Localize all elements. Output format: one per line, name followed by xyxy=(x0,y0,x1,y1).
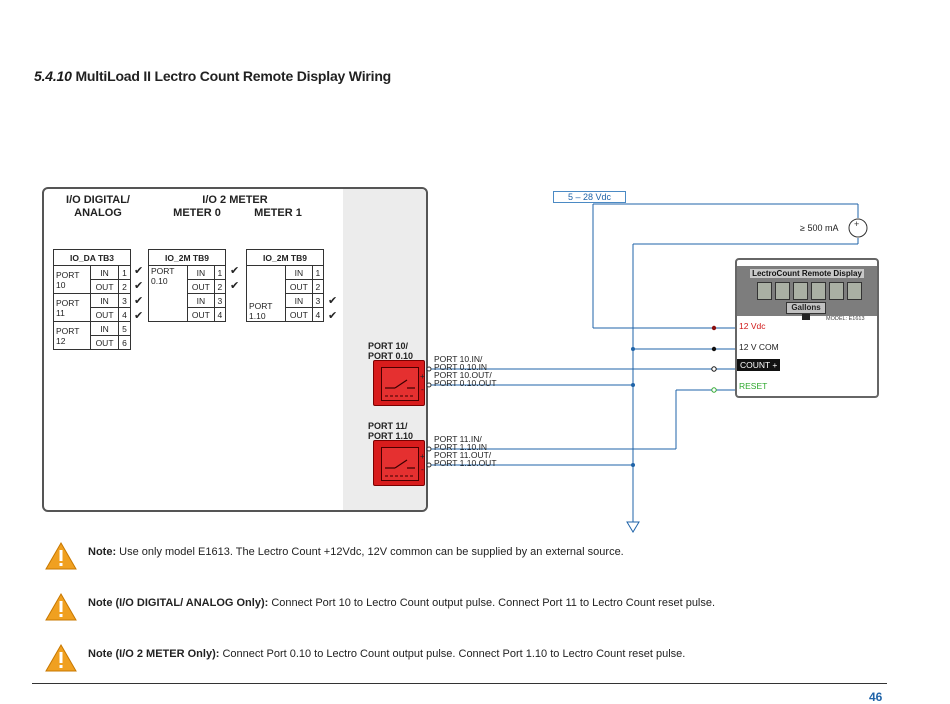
check-icon: ✔ xyxy=(134,280,144,292)
tb-num: 1 xyxy=(213,265,227,280)
display-unit: Gallons xyxy=(786,302,826,314)
terminal-block-io-da: IO_DA TB3 PORT 10 IN 1 OUT 2 PORT 11 IN … xyxy=(53,249,131,350)
section-number: 5.4.10 xyxy=(34,68,72,84)
wire-label: PORT 10.IN/ xyxy=(434,354,483,364)
check-icon: ✔ xyxy=(134,265,144,277)
tb-num: 6 xyxy=(118,335,131,350)
minus-sign: - xyxy=(421,384,424,394)
tb-port-label: PORT 12 xyxy=(53,321,91,350)
wire-label: PORT 1.10.IN xyxy=(434,442,488,452)
tb-port-label: PORT 1.10 xyxy=(246,265,286,322)
check-icon: ✔ xyxy=(230,265,240,277)
note-2-text: Connect Port 10 to Lectro Count output p… xyxy=(268,597,716,609)
check-icon: ✔ xyxy=(134,310,144,322)
note-3: Note (I/O 2 METER Only): Connect Port 0.… xyxy=(88,648,685,660)
section-title: MultiLoad II Lectro Count Remote Display… xyxy=(75,68,392,84)
io-digital-header-line1: I/O DIGITAL/ xyxy=(66,194,130,206)
io-digital-header-line2: ANALOG xyxy=(74,207,122,219)
display-connector xyxy=(802,314,810,320)
terminal-12vdc: 12 Vdc xyxy=(739,321,766,331)
note-3-text: Connect Port 0.10 to Lectro Count output… xyxy=(219,648,686,660)
relay2-label: PORT 11/ PORT 1.10 xyxy=(368,421,413,441)
supply-voltage-label: 5 – 28 Vdc xyxy=(553,191,627,203)
note-2: Note (I/O DIGITAL/ ANALOG Only): Connect… xyxy=(88,597,715,609)
wire-label: PORT 1.10.OUT xyxy=(434,458,497,468)
tb-port-label: PORT 11 xyxy=(53,293,91,322)
wire-label: PORT 0.10.OUT xyxy=(434,378,497,388)
digit-segment xyxy=(775,282,790,300)
warning-icon xyxy=(45,592,77,621)
tb-num: 4 xyxy=(213,307,227,322)
tb-num: 2 xyxy=(311,279,325,294)
tb-port-line2: 1.10 xyxy=(249,311,266,321)
tb-port-label: PORT 0.10 xyxy=(148,265,188,322)
display-title: LectroCount Remote Display xyxy=(750,269,864,278)
warning-icon xyxy=(45,541,77,570)
meter1-header: METER 1 xyxy=(254,207,302,219)
digit-segment xyxy=(793,282,808,300)
note-2-heading: Note (I/O DIGITAL/ ANALOG Only): xyxy=(88,597,269,609)
display-digits xyxy=(757,282,862,300)
terminal-reset: RESET xyxy=(739,381,768,391)
wire-label: PORT 11.OUT/ xyxy=(434,450,492,460)
relay1-label: PORT 10/ PORT 0.10 xyxy=(368,341,413,361)
meter0-header: METER 0 xyxy=(173,207,221,219)
check-icon: ✔ xyxy=(134,295,144,307)
svg-text:+: + xyxy=(854,219,859,229)
note-1-heading: Note: xyxy=(88,546,117,558)
io2meter-header: I/O 2 METER xyxy=(202,194,268,206)
footer-divider xyxy=(32,683,887,684)
terminal-count: COUNT + xyxy=(737,359,781,371)
relay1-icon xyxy=(373,360,425,406)
check-icon: ✔ xyxy=(328,310,338,322)
display-model: MODEL: E1613 xyxy=(826,316,865,322)
io-digital-header: I/O DIGITAL/ ANALOG xyxy=(58,194,138,220)
tb-port-line2: 0.10 xyxy=(151,276,168,286)
digit-segment xyxy=(847,282,862,300)
relay2-label-line2: PORT 1.10 xyxy=(368,431,414,441)
relay1-label-line1: PORT 10/ xyxy=(368,341,409,351)
digit-segment xyxy=(757,282,772,300)
wire-label: PORT 0.10.IN xyxy=(434,362,488,372)
supply-current-label: ≥ 500 mA xyxy=(800,223,839,233)
plus-sign: + xyxy=(420,371,425,381)
relay1-label-line2: PORT 0.10 xyxy=(368,351,414,361)
digit-segment xyxy=(811,282,826,300)
page-title: 5.4.10 MultiLoad II Lectro Count Remote … xyxy=(34,68,391,84)
terminal-12vcom: 12 V COM xyxy=(739,342,779,352)
wire-label: PORT 11.IN/ xyxy=(434,434,482,444)
warning-icon xyxy=(45,643,77,672)
check-icon: ✔ xyxy=(230,280,240,292)
tb-num: 4 xyxy=(311,307,325,322)
tb-dir: OUT xyxy=(89,335,120,350)
note-3-heading: Note (I/O 2 METER Only): xyxy=(88,648,220,660)
relay2-label-line1: PORT 11/ xyxy=(368,421,408,431)
check-icon: ✔ xyxy=(328,295,338,307)
tb-port-line1: PORT xyxy=(151,266,175,276)
wire-label: PORT 10.OUT/ xyxy=(434,370,492,380)
minus-sign: - xyxy=(421,464,424,474)
relay2-icon xyxy=(373,440,425,486)
plus-sign: + xyxy=(420,451,425,461)
digit-segment xyxy=(829,282,844,300)
page-number: 46 xyxy=(869,690,883,704)
note-1: Note: Use only model E1613. The Lectro C… xyxy=(88,546,624,558)
note-1-text: Use only model E1613. The Lectro Count +… xyxy=(116,546,624,558)
tb-port-line1: PORT xyxy=(249,301,273,311)
